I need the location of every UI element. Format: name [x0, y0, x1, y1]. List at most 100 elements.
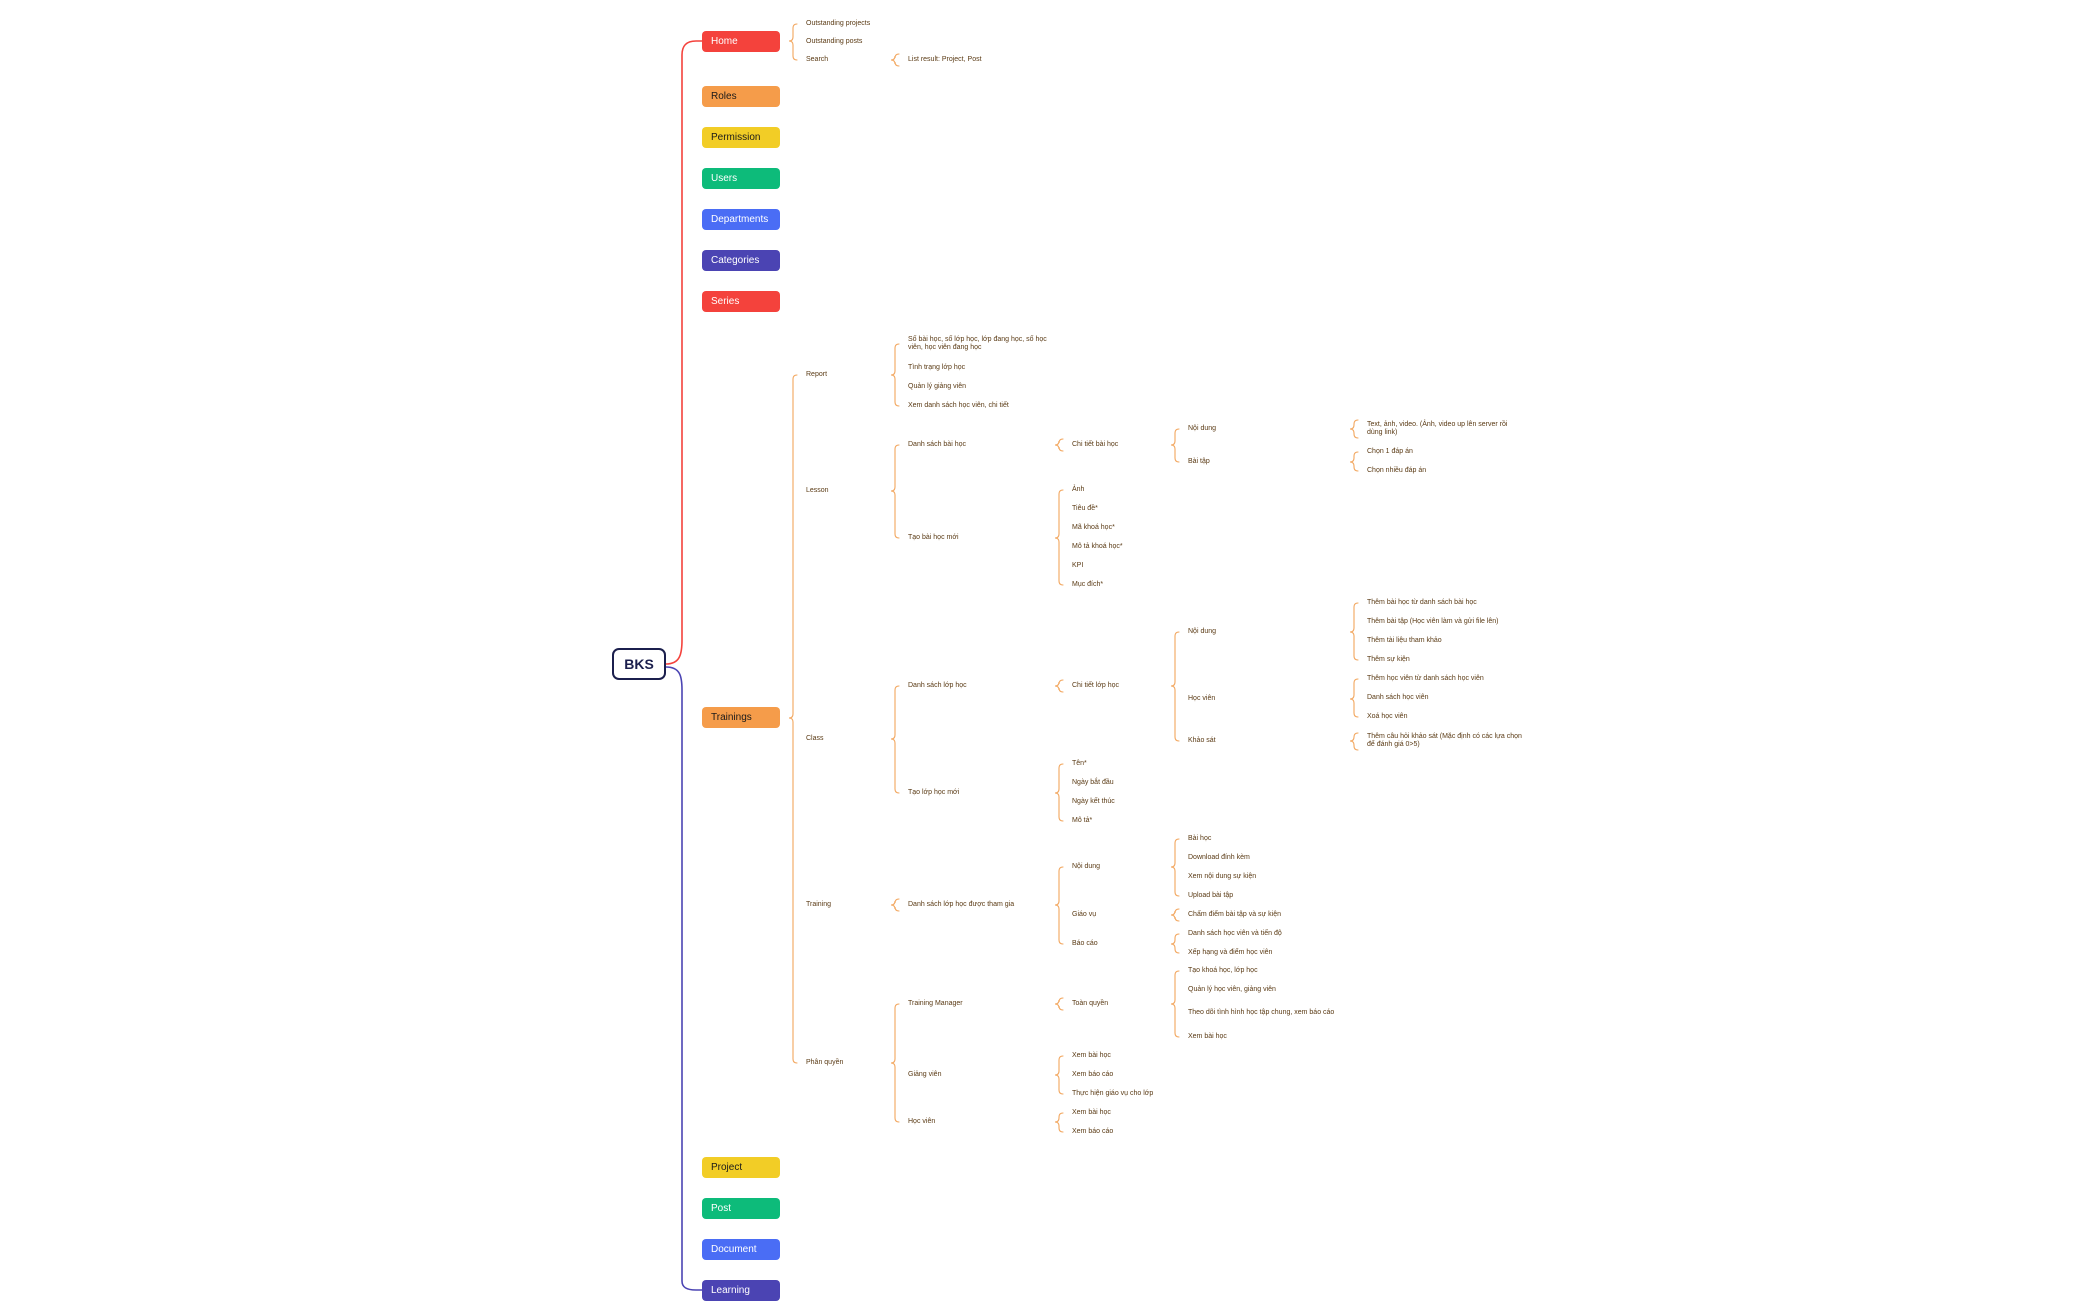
- class-field-name[interactable]: Tên*: [1072, 760, 1087, 767]
- module-home[interactable]: Home: [702, 31, 780, 52]
- class-content[interactable]: Nội dung: [1188, 628, 1217, 635]
- lesson-content-item[interactable]: Text, ảnh, video. (Ảnh, video up lên ser…: [1367, 421, 1508, 436]
- report-item-teachers[interactable]: Quản lý giảng viên: [908, 383, 966, 390]
- brace-report: [890, 343, 900, 407]
- brace-class-create: [1054, 763, 1064, 822]
- trainings-permissions[interactable]: Phân quyền: [806, 1059, 844, 1066]
- perm-full-access[interactable]: Toàn quyền: [1072, 1000, 1109, 1007]
- report-item-stats[interactable]: Số bài học, số lớp học, lớp đang học, số…: [908, 336, 1047, 351]
- lesson-field-description[interactable]: Mô tả khoá học*: [1072, 543, 1123, 550]
- lesson-detail[interactable]: Chi tiết bài học: [1072, 441, 1119, 448]
- root-trunk-bottom: [665, 666, 703, 1291]
- brace-lesson-detail-children: [1170, 428, 1180, 463]
- class-student-list[interactable]: Danh sách học viên: [1367, 694, 1429, 701]
- class-field-start[interactable]: Ngày bắt đầu: [1072, 779, 1114, 786]
- class-content-add-event[interactable]: Thêm sự kiện: [1367, 656, 1410, 663]
- class-survey[interactable]: Khảo sát: [1188, 737, 1216, 744]
- class-students[interactable]: Học viên: [1188, 695, 1216, 702]
- class-field-description[interactable]: Mô tả*: [1072, 817, 1093, 824]
- brace-class-content: [1349, 602, 1359, 661]
- trainings-report[interactable]: Report: [806, 371, 828, 378]
- class-student-add[interactable]: Thêm học viên từ danh sách học viên: [1367, 675, 1484, 682]
- training-report[interactable]: Báo cáo: [1072, 940, 1098, 947]
- brace-lesson-content: [1349, 419, 1359, 439]
- module-roles[interactable]: Roles: [702, 86, 780, 107]
- perm-teacher-academic[interactable]: Thực hiện giáo vụ cho lớp: [1072, 1090, 1154, 1097]
- class-content-add-lesson[interactable]: Thêm bài học từ danh sách bài học: [1367, 599, 1477, 606]
- class-content-add-exercise[interactable]: Thêm bài tập (Học viên làm và gửi file l…: [1367, 618, 1499, 625]
- home-search[interactable]: Search: [806, 56, 829, 63]
- class-survey-item[interactable]: Thêm câu hỏi khảo sát (Mặc định có các l…: [1367, 733, 1522, 748]
- brace-training-academic: [1170, 908, 1180, 922]
- perm-teacher-view-report[interactable]: Xem báo cáo: [1072, 1071, 1114, 1078]
- perm-teacher-view-lesson[interactable]: Xem bài học: [1072, 1052, 1111, 1059]
- trainings-class[interactable]: Class: [806, 735, 824, 742]
- lesson-field-kpi[interactable]: KPI: [1072, 562, 1084, 569]
- perm-full-manage[interactable]: Quản lý học viên, giảng viên: [1188, 986, 1276, 993]
- lesson-field-code[interactable]: Mã khoá học*: [1072, 524, 1115, 531]
- perm-student-view-lesson[interactable]: Xem bài học: [1072, 1109, 1111, 1116]
- home-outstanding-posts[interactable]: Outstanding posts: [806, 38, 863, 45]
- training-report-ranking[interactable]: Xếp hạng và điểm học viên: [1188, 949, 1273, 956]
- home-search-result[interactable]: List result: Project, Post: [908, 56, 982, 63]
- module-project[interactable]: Project: [702, 1157, 780, 1178]
- lesson-field-purpose[interactable]: Mục đích*: [1072, 581, 1104, 588]
- lesson-content[interactable]: Nội dung: [1188, 425, 1217, 432]
- class-create[interactable]: Tạo lớp học mới: [908, 789, 960, 796]
- brace-training-children: [1054, 866, 1064, 945]
- module-categories[interactable]: Categories: [702, 250, 780, 271]
- module-departments[interactable]: Departments: [702, 209, 780, 230]
- module-permission[interactable]: Permission: [702, 127, 780, 148]
- lesson-create[interactable]: Tạo bài học mới: [908, 534, 959, 541]
- class-field-end[interactable]: Ngày kết thúc: [1072, 798, 1115, 805]
- class-student-remove[interactable]: Xoá học viên: [1367, 713, 1408, 720]
- lesson-field-title[interactable]: Tiêu đề*: [1072, 505, 1098, 512]
- training-content-lesson[interactable]: Bài học: [1188, 835, 1212, 842]
- class-list[interactable]: Danh sách lớp học: [908, 682, 967, 689]
- brace-class-survey: [1349, 732, 1359, 751]
- lesson-exercise[interactable]: Bài tập: [1188, 458, 1210, 465]
- perm-full-create[interactable]: Tạo khoá học, lớp học: [1188, 967, 1258, 974]
- lesson-field-image[interactable]: Ảnh: [1072, 486, 1085, 493]
- class-content-add-reference[interactable]: Thêm tài liệu tham khảo: [1367, 637, 1442, 644]
- trainings-lesson[interactable]: Lesson: [806, 487, 829, 494]
- module-series[interactable]: Series: [702, 291, 780, 312]
- home-outstanding-projects[interactable]: Outstanding projects: [806, 20, 871, 27]
- perm-student[interactable]: Học viên: [908, 1118, 936, 1125]
- training-report-progress[interactable]: Danh sách học viên và tiến độ: [1188, 930, 1282, 937]
- lesson-exercise-single[interactable]: Chọn 1 đáp án: [1367, 448, 1413, 455]
- module-trainings[interactable]: Trainings: [702, 707, 780, 728]
- training-academic-grading[interactable]: Chấm điểm bài tập và sự kiện: [1188, 911, 1282, 918]
- root-node[interactable]: BKS: [612, 648, 666, 680]
- perm-student-view-report[interactable]: Xem báo cáo: [1072, 1128, 1114, 1135]
- module-users[interactable]: Users: [702, 168, 780, 189]
- report-item-class-status[interactable]: Tình trạng lớp học: [908, 364, 966, 371]
- training-content-event[interactable]: Xem nội dung sự kiện: [1188, 873, 1257, 880]
- perm-full-view-lesson[interactable]: Xem bài học: [1188, 1033, 1227, 1040]
- training-content[interactable]: Nội dung: [1072, 863, 1101, 870]
- brace-class-students: [1349, 678, 1359, 718]
- perm-training-manager[interactable]: Training Manager: [908, 1000, 963, 1007]
- training-joined-classes[interactable]: Danh sách lớp học được tham gia: [908, 901, 1015, 908]
- class-detail[interactable]: Chi tiết lớp học: [1072, 682, 1120, 689]
- perm-teacher[interactable]: Giảng viên: [908, 1071, 942, 1078]
- trainings-training[interactable]: Training: [806, 901, 832, 908]
- training-content-download[interactable]: Download đính kèm: [1188, 854, 1250, 861]
- report-item-student-list[interactable]: Xem danh sách học viên, chi tiết: [908, 402, 1009, 409]
- brace-training: [890, 898, 900, 912]
- brace-lesson-exercise: [1349, 451, 1359, 472]
- lesson-list[interactable]: Danh sách bài học: [908, 441, 966, 448]
- module-learning[interactable]: Learning: [702, 1280, 780, 1301]
- brace-class-detail-children: [1170, 631, 1180, 742]
- module-document[interactable]: Document: [702, 1239, 780, 1260]
- training-academic[interactable]: Giáo vụ: [1072, 911, 1097, 918]
- brace-class-detail: [1054, 679, 1064, 693]
- lesson-exercise-multiple[interactable]: Chọn nhiều đáp án: [1367, 467, 1427, 474]
- training-content-upload[interactable]: Upload bài tập: [1188, 892, 1234, 899]
- brace-lesson-create: [1054, 489, 1064, 586]
- perm-full-monitor[interactable]: Theo dõi tình hình học tập chung, xem bá…: [1188, 1009, 1335, 1016]
- brace-perm-full: [1170, 970, 1180, 1038]
- module-post[interactable]: Post: [702, 1198, 780, 1219]
